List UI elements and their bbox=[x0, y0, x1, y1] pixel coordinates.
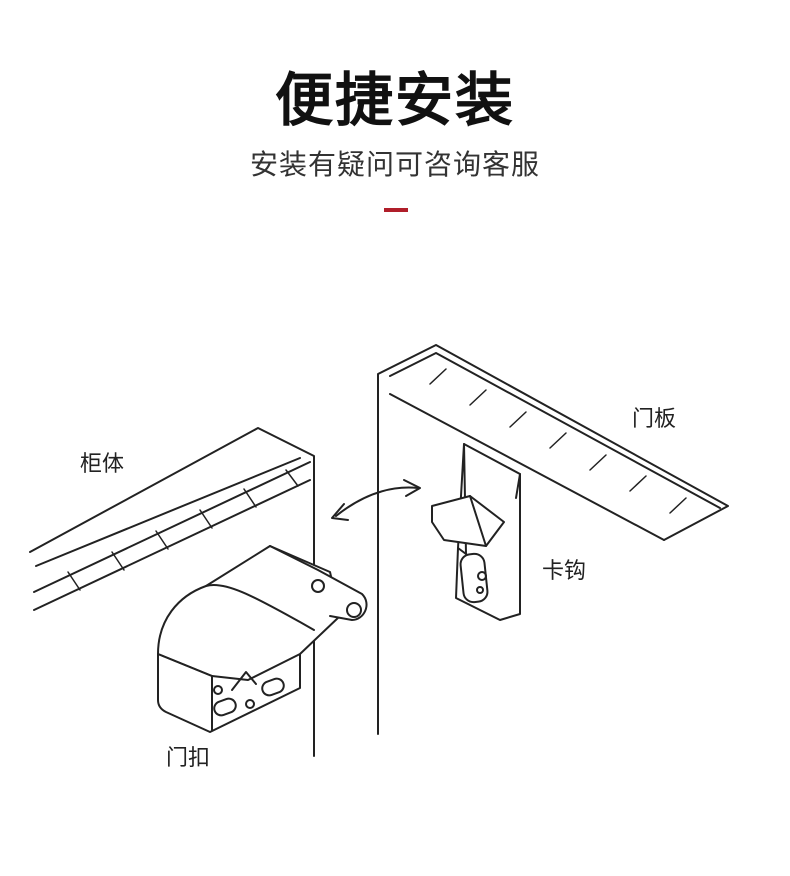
hook-part bbox=[431, 443, 521, 621]
cabinet-top-inner-edge bbox=[35, 457, 301, 567]
label-hook: 卡钩 bbox=[542, 559, 587, 584]
door-top-inner-edge bbox=[389, 352, 721, 509]
cabinet-top-front-edge bbox=[33, 461, 311, 593]
page-subtitle: 安装有疑问可咨询客服 bbox=[249, 148, 540, 181]
label-door-catch: 门扣 bbox=[166, 746, 211, 771]
accent-divider bbox=[384, 208, 408, 212]
label-cabinet: 柜体 bbox=[80, 452, 125, 477]
door-panel-outline bbox=[377, 344, 729, 735]
door-top-grid bbox=[429, 368, 687, 514]
door-catch-part bbox=[157, 545, 368, 733]
cabinet-top-lower-edge bbox=[33, 479, 311, 611]
cabinet-panel bbox=[29, 427, 315, 757]
label-door-panel: 门板 bbox=[632, 407, 677, 432]
double-arrow-icon bbox=[331, 479, 421, 521]
door-panel bbox=[377, 344, 729, 735]
cabinet-top-grid bbox=[67, 469, 299, 591]
door-top-front-edge bbox=[389, 393, 665, 541]
page-title: 便捷安装 bbox=[274, 66, 515, 134]
